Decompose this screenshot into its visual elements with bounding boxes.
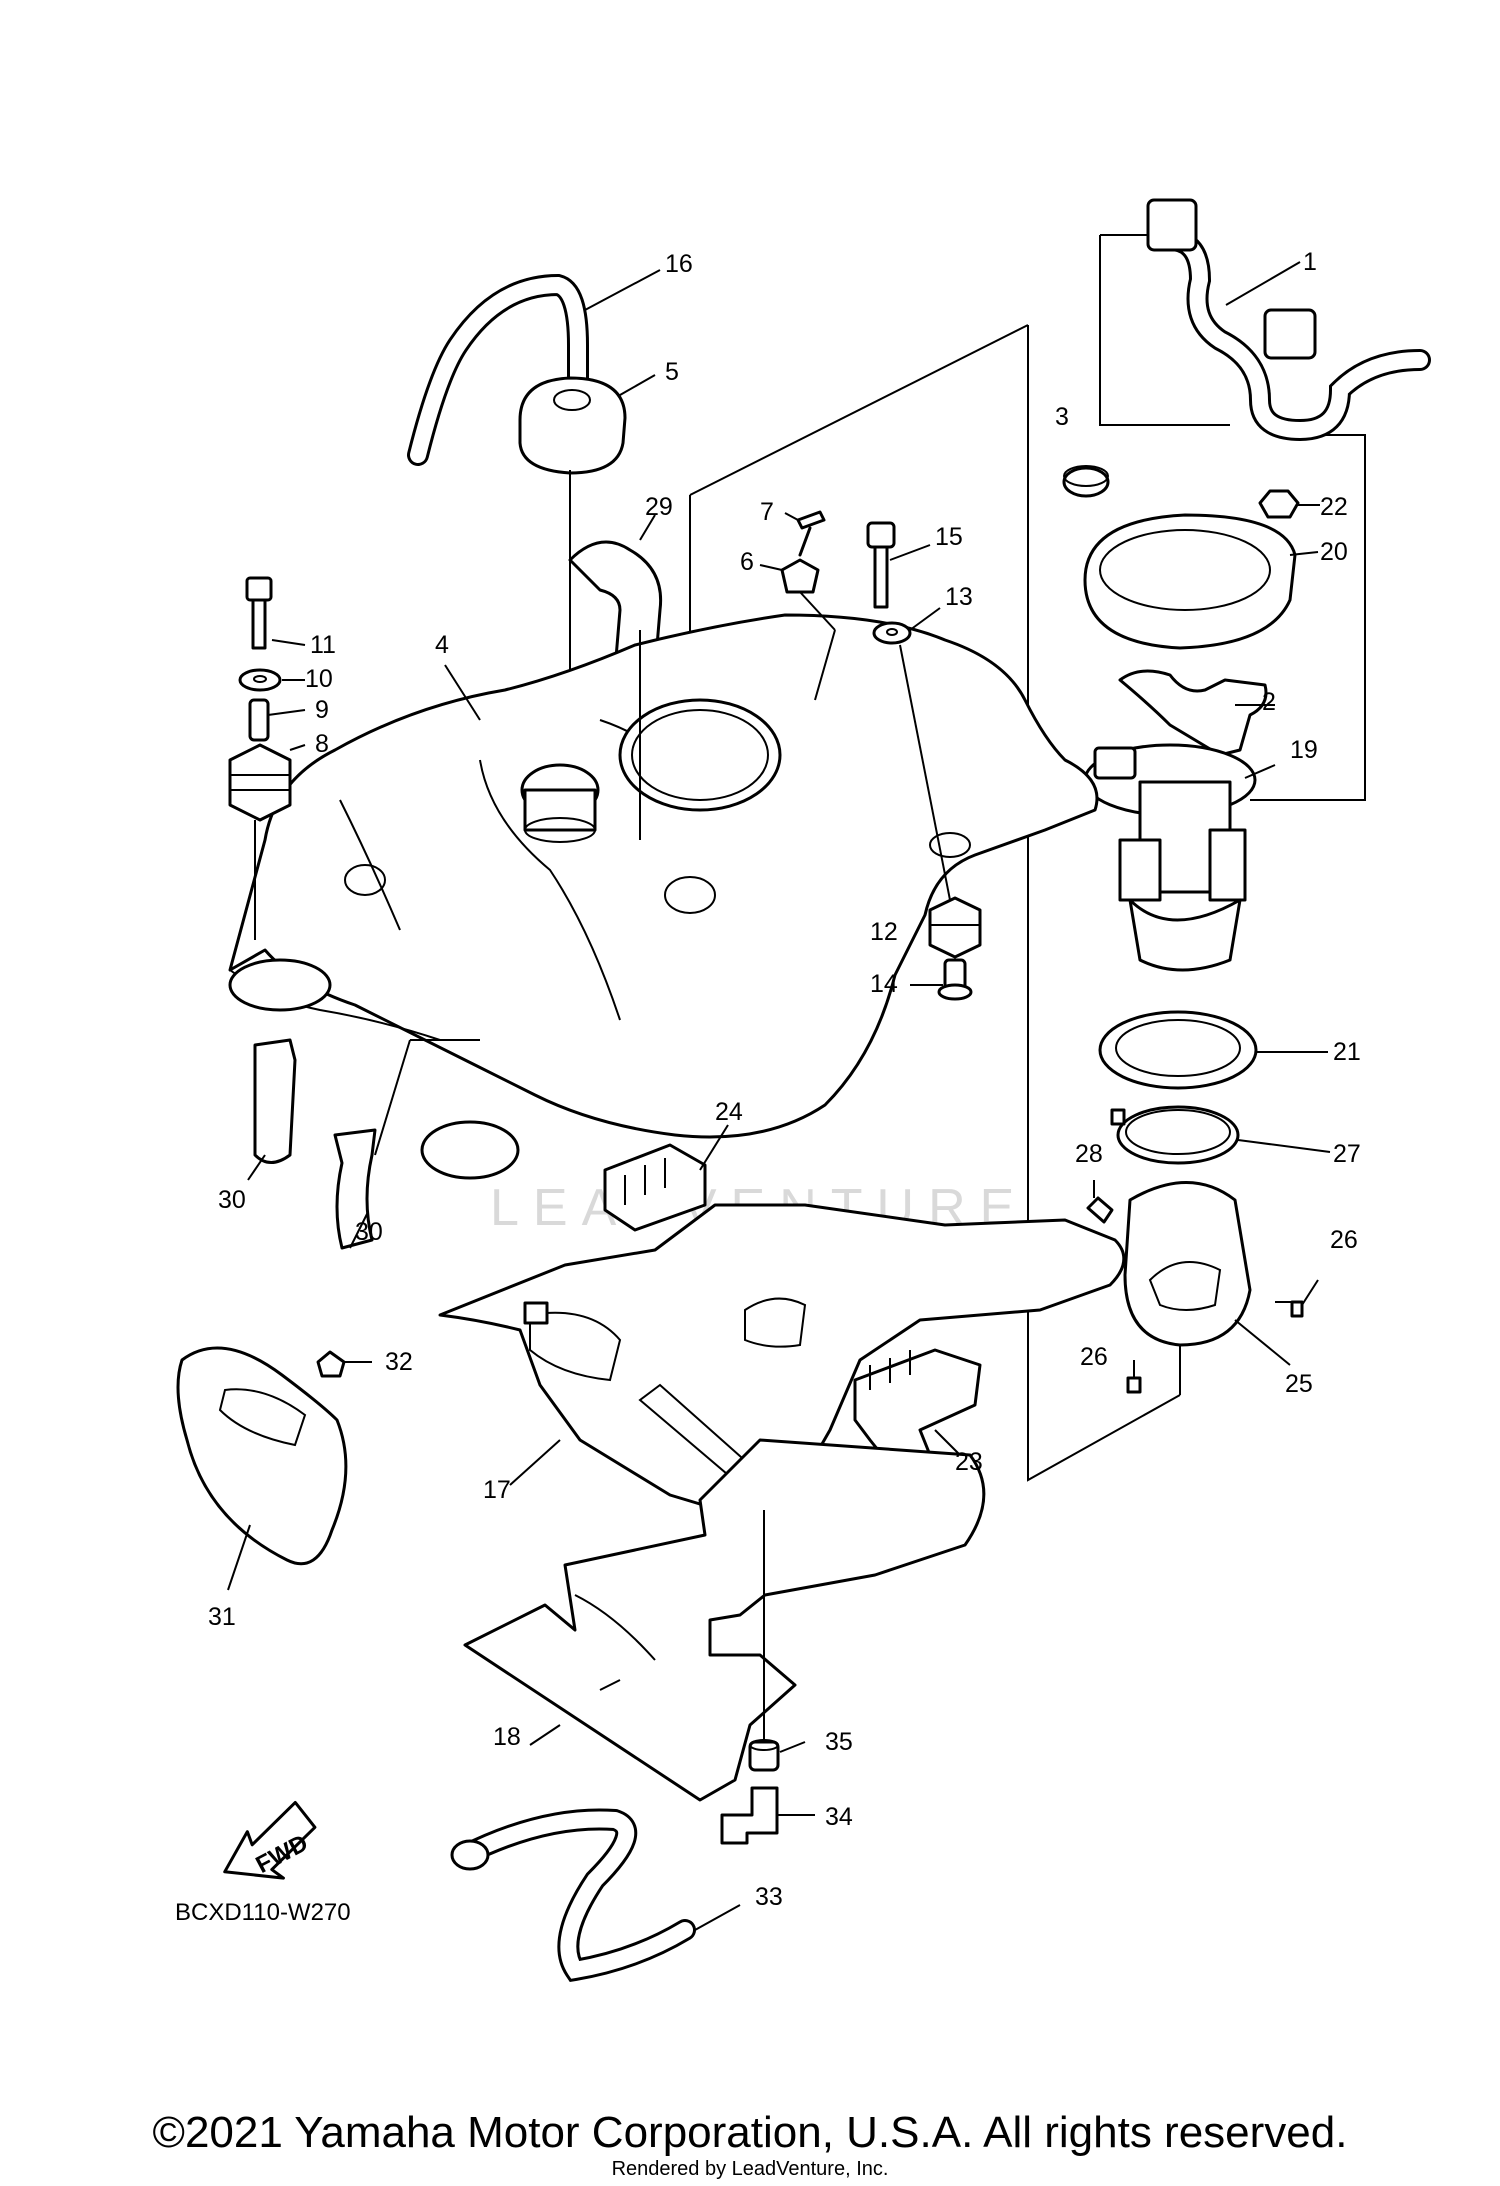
part-21-o-ring	[1098, 1010, 1328, 1090]
part-30-pad-b	[333, 1039, 480, 1250]
part-30-pad-a	[247, 1038, 297, 1181]
part-35-grommet	[748, 1510, 806, 1772]
callout-15: 15	[935, 523, 963, 551]
rendered-by-text: Rendered by LeadVenture, Inc.	[611, 2158, 889, 2180]
callout-13: 13	[945, 583, 973, 611]
part-23-bracket	[853, 1348, 982, 1467]
part-9-collar	[248, 698, 306, 742]
callout-14: 14	[870, 970, 898, 998]
part-33-drain-hose	[450, 1808, 741, 1983]
part-29-tube	[568, 514, 663, 672]
part-7-screw	[784, 510, 826, 557]
part-19-fuel-pump	[1083, 743, 1276, 972]
part-16-breather-hose	[407, 269, 661, 466]
part-24-bracket	[603, 1124, 729, 1232]
callout-9: 9	[315, 696, 329, 724]
fwd-arrow: FWD	[223, 1800, 317, 1880]
part-13-washer	[872, 607, 951, 901]
callout-12: 12	[870, 918, 898, 946]
part-26-screw-a	[1275, 1279, 1319, 1318]
part-26-screw-b	[1126, 1360, 1142, 1394]
part-20-plate	[1083, 513, 1319, 650]
part-34-elbow	[720, 1786, 815, 1845]
callout-27: 27	[1333, 1140, 1361, 1168]
callout-1: 1	[1303, 248, 1317, 276]
callout-30b: 30	[355, 1218, 383, 1246]
callout-23: 23	[955, 1448, 983, 1476]
part-11-bolt	[245, 576, 306, 650]
part-25-cover	[1123, 1181, 1291, 1366]
callout-8: 8	[315, 730, 329, 758]
part-4-fuel-tank	[228, 613, 1099, 1180]
part-8-damper	[228, 743, 306, 822]
callout-2: 2	[1262, 688, 1276, 716]
callout-16: 16	[665, 250, 693, 278]
callout-10: 10	[305, 665, 333, 693]
part-31-guard	[176, 1346, 348, 1591]
callout-26b: 26	[1080, 1343, 1108, 1371]
callout-17: 17	[483, 1476, 511, 1504]
part-1-fuel-hose	[1146, 198, 1431, 442]
part-3-grommet	[1062, 465, 1110, 498]
callout-34: 34	[825, 1803, 853, 1831]
diagram-code: BCXD110-W270	[175, 1899, 351, 1926]
part-28-clip	[1086, 1180, 1114, 1224]
callout-6: 6	[740, 548, 754, 576]
callout-30a: 30	[218, 1186, 246, 1214]
callout-11: 11	[310, 631, 336, 659]
callout-32: 32	[385, 1348, 413, 1376]
part-27-band	[1110, 1105, 1331, 1165]
callout-5: 5	[665, 358, 679, 386]
copyright-notice: ©2021 Yamaha Motor Corporation, U.S.A. A…	[152, 2108, 1348, 2157]
callout-19: 19	[1290, 736, 1318, 764]
callout-26a: 26	[1330, 1226, 1358, 1254]
callout-21: 21	[1333, 1038, 1361, 1066]
callout-29: 29	[645, 493, 673, 521]
callout-24: 24	[715, 1098, 743, 1126]
callout-labels: 1 2 3 4 5 6 7 8 9 10 11 12 13 14 15 16 1…	[208, 248, 1361, 1911]
part-22-nut	[1258, 489, 1320, 519]
part-14-collar	[910, 958, 973, 1001]
callout-33: 33	[755, 1883, 783, 1911]
callout-18: 18	[493, 1723, 521, 1751]
part-15-bolt	[866, 521, 931, 609]
part-6-grommet	[759, 558, 836, 701]
part-10-washer	[238, 668, 305, 692]
part-12-damper	[928, 896, 982, 959]
part-2-bracket	[1118, 669, 1275, 757]
callout-20: 20	[1320, 538, 1348, 566]
part-18-mat	[463, 1438, 986, 1802]
callout-4: 4	[435, 631, 449, 659]
callout-22: 22	[1320, 493, 1348, 521]
part-32-clip	[316, 1350, 372, 1378]
callout-25: 25	[1285, 1370, 1313, 1398]
callout-7: 7	[760, 498, 774, 526]
callout-35: 35	[825, 1728, 853, 1756]
callout-3: 3	[1055, 403, 1069, 431]
callout-31: 31	[208, 1603, 236, 1631]
callout-28: 28	[1075, 1140, 1103, 1168]
